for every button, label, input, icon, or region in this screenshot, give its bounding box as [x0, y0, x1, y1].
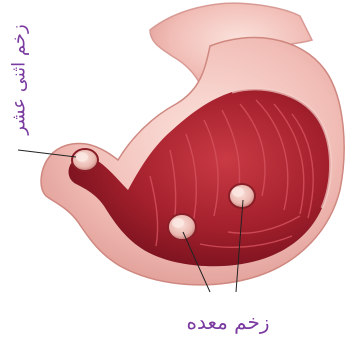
gastric-ulcer-label: زخم معده	[168, 310, 288, 338]
gastric-ulcer-1	[168, 214, 196, 240]
duodenal-ulcer	[72, 149, 98, 171]
duodenal-ulcer-label: زخم اثنی عشر	[6, 4, 32, 154]
duodenal-ulcer-label-text: زخم اثنی عشر	[9, 24, 30, 134]
gastric-ulcer-2	[229, 184, 255, 208]
